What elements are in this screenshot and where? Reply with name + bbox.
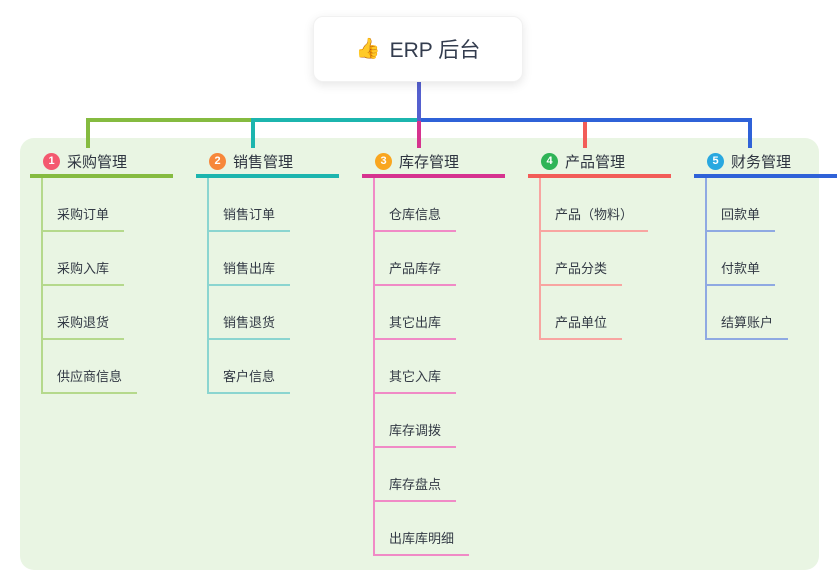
child-node[interactable]: 产品（物料） (539, 178, 649, 232)
branch-number-badge: 3 (375, 152, 392, 170)
child-node[interactable]: 销售订单 (207, 178, 291, 232)
branch-number-badge: 4 (541, 152, 558, 170)
child-node[interactable]: 回款单 (705, 178, 776, 232)
child-node[interactable]: 客户信息 (207, 340, 291, 394)
branch-children: 产品（物料）产品分类产品单位 (528, 178, 671, 340)
child-node[interactable]: 仓库信息 (373, 178, 457, 232)
mindmap-panel (20, 138, 819, 570)
branch-title: 销售管理 (233, 153, 294, 171)
branch-underline (30, 174, 173, 178)
branch-underline (362, 174, 505, 178)
branch-number-badge: 2 (209, 152, 226, 170)
branch-3-header[interactable]: 3 库存管理 (362, 148, 505, 174)
child-node[interactable]: 销售出库 (207, 232, 291, 286)
branch-child-connector (41, 178, 43, 394)
branch-title: 采购管理 (67, 153, 128, 171)
child-node[interactable]: 库存调拨 (373, 394, 457, 448)
child-node[interactable]: 库存盘点 (373, 448, 457, 502)
thumbs-up-icon: 👍 (355, 38, 381, 60)
branch-title: 产品管理 (565, 153, 626, 171)
branch-child-connector (207, 178, 209, 394)
branch-1-header[interactable]: 1 采购管理 (30, 148, 173, 174)
child-node[interactable]: 产品单位 (539, 286, 623, 340)
branch-child-connector (373, 178, 375, 556)
branch-underline (528, 174, 671, 178)
child-node[interactable]: 其它入库 (373, 340, 457, 394)
branch-number-badge: 1 (43, 152, 60, 170)
branch-node-4: 4 产品管理 产品（物料）产品分类产品单位 (528, 148, 671, 340)
branch-node-2: 2 销售管理 销售订单销售出库销售退货客户信息 (196, 148, 339, 394)
branch-4-header[interactable]: 4 产品管理 (528, 148, 671, 174)
branch-child-connector (539, 178, 541, 340)
branch-title: 财务管理 (731, 153, 792, 171)
branch-title: 库存管理 (399, 153, 460, 171)
branch-node-5: 5 财务管理 回款单付款单结算账户 (694, 148, 837, 340)
branch-underline (694, 174, 837, 178)
child-node[interactable]: 其它出库 (373, 286, 457, 340)
child-node[interactable]: 产品分类 (539, 232, 623, 286)
child-node[interactable]: 销售退货 (207, 286, 291, 340)
child-node[interactable]: 付款单 (705, 232, 776, 286)
child-node[interactable]: 采购入库 (41, 232, 125, 286)
branch-5-header[interactable]: 5 财务管理 (694, 148, 837, 174)
root-title: ERP 后台 (389, 39, 481, 62)
root-node[interactable]: 👍 ERP 后台 (313, 16, 523, 82)
child-node[interactable]: 出库库明细 (373, 502, 470, 556)
branch-2-header[interactable]: 2 销售管理 (196, 148, 339, 174)
branch-children: 仓库信息产品库存其它出库其它入库库存调拨库存盘点出库库明细 (362, 178, 505, 556)
child-node[interactable]: 产品库存 (373, 232, 457, 286)
branch-node-1: 1 采购管理 采购订单采购入库采购退货供应商信息 (30, 148, 173, 394)
child-node[interactable]: 采购订单 (41, 178, 125, 232)
branch-child-connector (705, 178, 707, 340)
child-node[interactable]: 供应商信息 (41, 340, 138, 394)
branch-children: 销售订单销售出库销售退货客户信息 (196, 178, 339, 394)
branch-children: 回款单付款单结算账户 (694, 178, 837, 340)
branch-children: 采购订单采购入库采购退货供应商信息 (30, 178, 173, 394)
branch-underline (196, 174, 339, 178)
branch-number-badge: 5 (707, 152, 724, 170)
child-node[interactable]: 采购退货 (41, 286, 125, 340)
branch-node-3: 3 库存管理 仓库信息产品库存其它出库其它入库库存调拨库存盘点出库库明细 (362, 148, 505, 556)
child-node[interactable]: 结算账户 (705, 286, 789, 340)
